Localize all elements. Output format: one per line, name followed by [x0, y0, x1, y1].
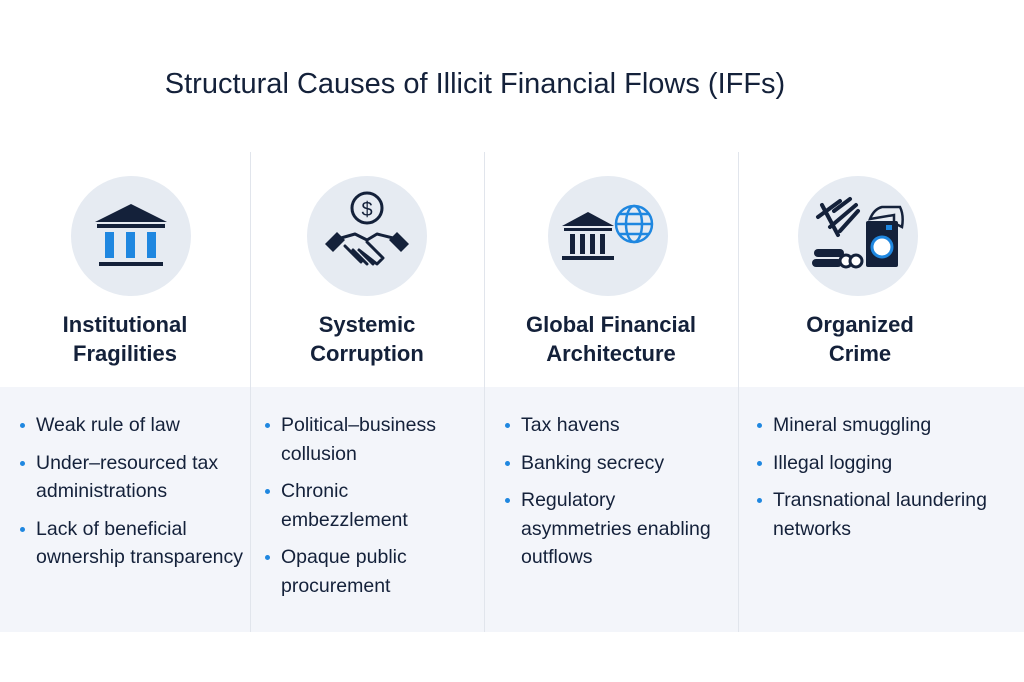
bank-icon — [71, 176, 191, 296]
list-item: Mineral smuggling — [757, 411, 997, 440]
svg-text:$: $ — [361, 199, 372, 221]
bullet-list: Mineral smuggling Illegal logging Transn… — [757, 411, 997, 552]
list-item: Tax havens — [505, 411, 730, 440]
logs-washing-machine-icon — [798, 176, 918, 296]
divider — [738, 152, 739, 632]
bullet-list: Political–business collusion Chronic emb… — [265, 411, 480, 609]
list-item: Banking secrecy — [505, 449, 730, 478]
bank-globe-icon — [548, 176, 668, 296]
handshake-dollar-icon: $ — [307, 176, 427, 296]
list-item: Chronic embezzlement — [265, 477, 480, 534]
bullet-band — [0, 387, 1024, 632]
list-item: Weak rule of law — [20, 411, 245, 440]
list-item: Opaque public procurement — [265, 543, 480, 600]
list-item: Illegal logging — [757, 449, 997, 478]
list-item: Political–business collusion — [265, 411, 480, 468]
divider — [250, 152, 251, 632]
bullet-list: Weak rule of law Under–resourced tax adm… — [20, 411, 245, 581]
page-title: Structural Causes of Illicit Financial F… — [164, 68, 786, 100]
list-item: Lack of beneficial ownership transparenc… — [20, 515, 245, 572]
list-item: Transnational laundering networks — [757, 486, 997, 543]
bullet-list: Tax havens Banking secrecy Regulatory as… — [505, 411, 730, 581]
divider — [484, 152, 485, 632]
list-item: Regulatory asymmetries enabling outflows — [505, 486, 730, 572]
list-item: Under–resourced tax administrations — [20, 449, 245, 506]
